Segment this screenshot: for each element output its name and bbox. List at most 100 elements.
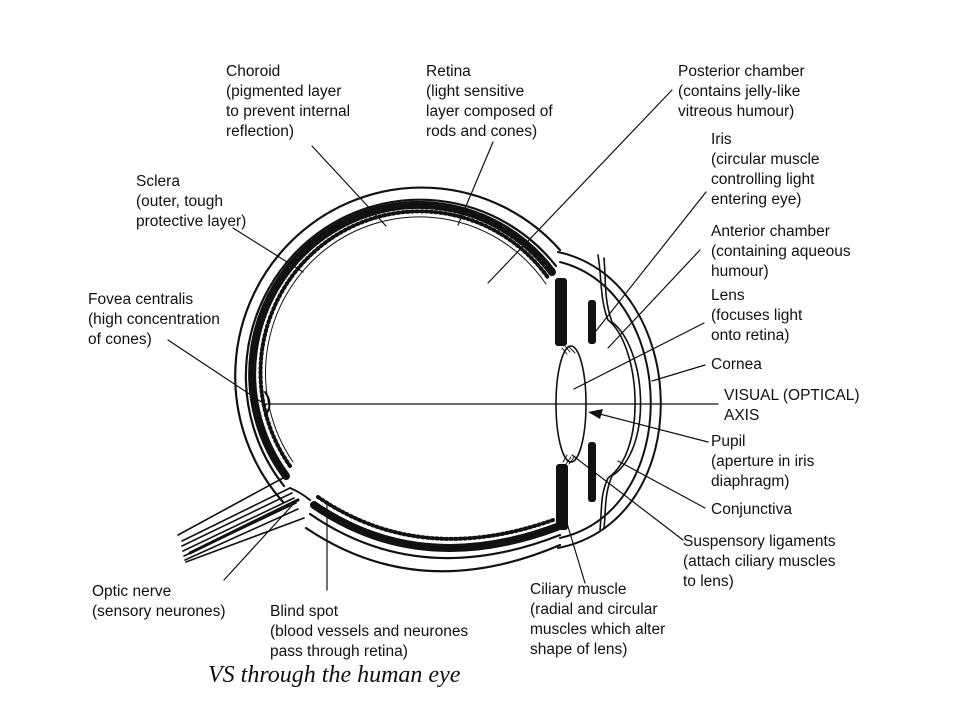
leader-optic-nerve [223,498,299,581]
leader-sclera [232,227,304,273]
label-optic-nerve: Optic nerve (sensory neurones) [92,582,226,622]
cornea-inner [559,261,652,539]
iris-ciliary-lower [556,442,596,530]
ligament-fiber [562,454,568,463]
label-lens: Lens (focuses light onto retina) [711,286,802,346]
label-line: reflection) [226,123,295,140]
ligament-fiber [561,347,568,355]
label-conjunctiva: Conjunctiva [711,500,792,520]
label-line: (sensory neurones) [92,603,226,620]
ligament-fiber [565,456,572,465]
label-line: (aperture in iris [711,453,815,470]
label-line: muscles which alter [530,621,666,638]
optic-nerve-bundle [177,477,311,563]
label-posterior-chamber: Posterior chamber (contains jelly-like v… [678,62,805,122]
label-line: (pigmented layer [226,83,342,100]
leader-iris [591,191,707,337]
optic-nerve-sheath-upper [177,477,284,536]
label-line: vitreous humour) [678,103,795,120]
label-fovea-centralis: Fovea centralis (high concentration of c… [88,290,220,350]
ciliary-muscle-upper [555,278,567,346]
label-line: onto retina) [711,327,790,344]
figure-caption: VS through the human eye [208,662,461,688]
pupil-arrowhead [588,409,603,419]
sclera-layer [234,186,562,573]
label-line: Retina [426,63,471,80]
sclera-inner-lower-outline [308,512,562,560]
label-line: (high concentration [88,311,220,328]
label-line: to prevent internal [226,103,351,120]
label-suspensory-ligaments: Suspensory ligaments (attach ciliary mus… [683,532,836,592]
label-line: VISUAL (OPTICAL) [724,387,860,404]
label-line: diaphragm) [711,473,790,490]
optic-nerve-center [188,498,300,555]
ligament-fiber [568,455,576,465]
leader-posterior-chamber [487,89,673,284]
retina-inner-line [265,216,547,463]
ligament-fiber [564,345,571,353]
sclera-outer-outline [234,186,562,504]
label-line: Anterior chamber [711,223,830,240]
label-line: Choroid [226,63,281,80]
label-line: pass through retina) [270,643,408,660]
label-line: humour) [711,263,769,280]
optic-nerve-fiber [181,487,291,542]
label-cornea: Cornea [711,355,762,375]
label-choroid: Choroid (pigmented layer to prevent inte… [226,62,350,142]
label-line: (outer, tough [136,193,224,210]
label-line: AXIS [724,407,760,424]
label-line: Posterior chamber [678,63,805,80]
label-line: (attach ciliary muscles [683,553,836,570]
choroid-layer [248,201,556,480]
leader-conjunctiva [617,460,706,509]
label-line: Suspensory ligaments [683,533,836,550]
leader-anterior-chamber [607,249,701,349]
label-line: Cornea [711,356,762,373]
label-line: protective layer) [136,213,247,230]
retina-layer [258,209,551,468]
ligament-fiber [567,345,576,354]
label-anterior-chamber: Anterior chamber (containing aqueous hum… [711,222,851,282]
leader-pupil [591,411,709,443]
leader-choroid [311,145,387,227]
label-line: Optic nerve [92,583,172,600]
label-line: Pupil [711,433,746,450]
label-line: (contains jelly-like [678,83,801,100]
leader-cornea [651,364,706,382]
label-pupil: Pupil (aperture in iris diaphragm) [711,432,814,492]
suspensory-ligaments [561,345,576,465]
cornea-outer [557,251,662,549]
leader-lens [573,322,705,390]
label-line: shape of lens) [530,641,628,658]
blind-spot-disc [289,487,311,501]
label-line: Iris [711,131,732,148]
iris-lower [588,442,596,502]
label-line: (light sensitive [426,83,525,100]
sclera-inner-outline [244,198,558,488]
label-line: to lens) [683,573,734,590]
label-visual-axis: VISUAL (OPTICAL) AXIS [724,386,860,426]
optic-nerve-fiber [184,508,299,561]
ciliary-muscle-lower [556,464,568,530]
iris-upper [588,300,596,344]
choroid-layer-lower [310,501,561,552]
label-line: of cones) [88,331,152,348]
label-retina: Retina (light sensitive layer composed o… [426,62,553,142]
label-line: layer composed of [426,103,553,120]
label-sclera: Sclera (outer, tough protective layer) [136,172,246,232]
label-line: rods and cones) [426,123,538,140]
sclera-outer-lower-outline [304,526,562,573]
label-blind-spot: Blind spot (blood vessels and neurones p… [270,602,468,662]
leader-lines [167,89,709,591]
label-ciliary-muscle: Ciliary muscle (radial and circular musc… [530,580,665,660]
optic-nerve-sheath-lower [185,517,305,563]
label-line: Lens [711,287,745,304]
optic-nerve-fiber [182,497,295,552]
leader-ciliary [562,509,586,584]
label-line: (blood vessels and neurones [270,623,469,640]
leader-suspensory [571,454,684,541]
leader-retina [457,141,494,226]
optic-nerve-fiber [181,492,293,547]
label-line: Conjunctiva [711,501,792,518]
